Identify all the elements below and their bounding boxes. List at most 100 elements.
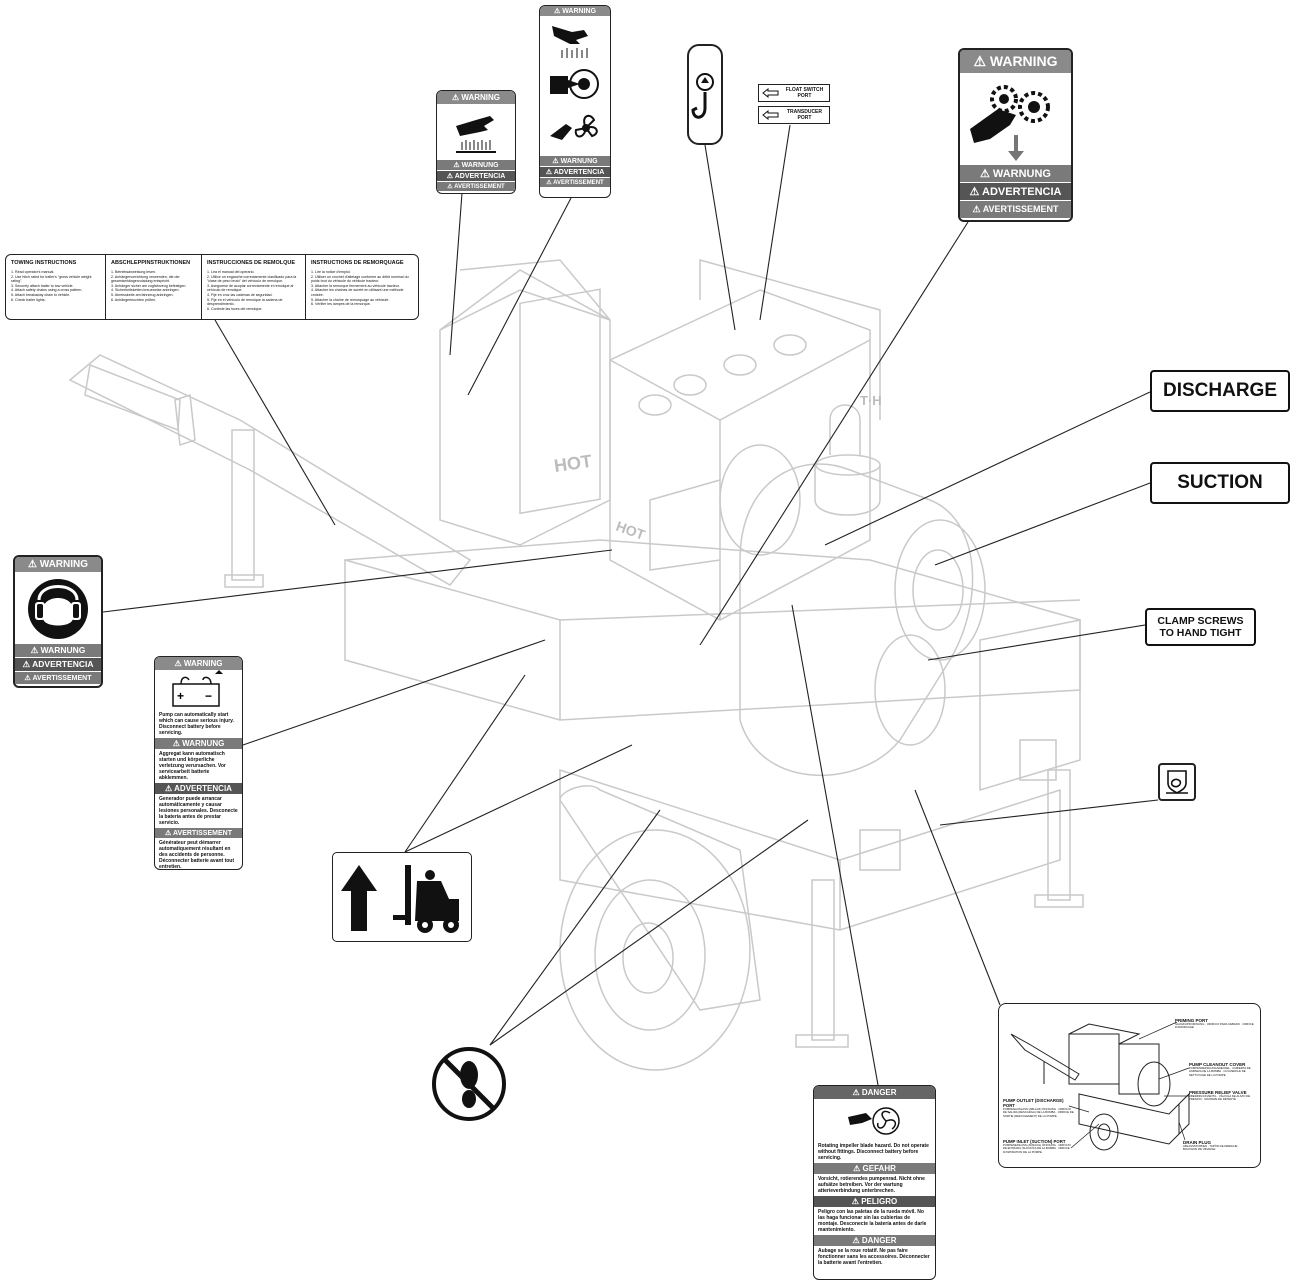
pump-ports-identification-decal: PRIMING PORT SAUGKOPFOFFNUNG · ORIFICIO … [998,1003,1261,1168]
danger-text-de: Vorsicht, rotierendes pumpenrad. Nicht o… [818,1176,925,1194]
towing-title-de: ABSCHLEPPINSTRUKTIONEN [111,260,191,266]
fan-blade-icon [550,114,598,140]
trailer-frame: HOT HOT T·H [68,259,1084,1071]
battery-text-es: Generador puede arrancar automáticamente… [159,796,238,826]
advertencia-bar: ⚠ ADVERTENCIA [15,657,101,671]
battery-text-en: Pump can automatically start which can c… [159,712,234,736]
ear-protection-warning-decal: ⚠ WARNING ⚠ WARNUNG ⚠ ADVERTENCIA ⚠ AVER… [13,555,103,688]
warning-triangle-icon: ⚠ [852,1088,862,1097]
advertencia-bar: ⚠ ADVERTENCIA [155,783,242,794]
lift-hook-icon [691,73,714,119]
impeller-hand-icon [848,1107,900,1135]
mini-pump-illustration [1010,1021,1190,1151]
triple-hazard-warning-decal: ⚠ WARNING ⚠ WARNUNG ⚠ ADVERTENCIA ⚠ AVER… [539,5,611,198]
towing-title-en: TOWING INSTRUCTIONS [11,260,77,266]
leader-hook [704,144,736,331]
warning-triangle-icon: ⚠ [27,559,40,570]
warnung-bar: ⚠ WARNUNG [540,156,610,166]
hot-surface-icon [456,116,496,153]
leader-gears [699,221,969,646]
impeller-danger-decal: ⚠ DANGER Rotating impeller blade hazard.… [813,1085,936,1280]
warnung-bar: ⚠ WARNUNG [960,165,1071,182]
transducer-port-text: TRANSDUCER PORT [787,109,822,121]
leader-battery [242,639,546,746]
suction-label: SUCTION [1150,462,1290,504]
hot-stencil-2: HOT [614,518,648,543]
warning-triangle-icon: ⚠ [174,659,184,668]
avertissement-bar: ⚠ AVERTISSEMENT [960,200,1071,218]
danger-fr-bar: ⚠ DANGER [814,1235,935,1246]
leader-hose [939,799,1159,826]
towing-col-en: TOWING INSTRUCTIONS 1. Read operator's m… [6,255,106,319]
leader-ports-decal [914,789,1001,1006]
towing-text-es: 1. Lea el manual del operario. 2. Utilic… [207,270,297,311]
pressure-hose-decal [1158,763,1196,801]
advertencia-bar: ⚠ ADVERTENCIA [437,170,515,181]
leader-lines [102,124,1159,1086]
leader-forklift-a [404,674,526,853]
hot-surface-warning-decal: ⚠ WARNING ⚠ WARNUNG ⚠ ADVERTENCIA ⚠ AVER… [436,90,516,194]
lift-point-decal [687,44,723,145]
pump-cleanout-callout: PUMP CLEANOUT COVER PUMPENREINIGUNGSDECK… [1189,1062,1251,1077]
towing-text-fr: 1. Lire la notice d'emploi. 2. Utiliser … [311,270,409,307]
towing-instructions-decal: TOWING INSTRUCTIONS 1. Read operator's m… [5,254,419,320]
warning-triangle-icon: ⚠ [553,8,563,15]
leader-ear [102,549,613,613]
leader-forklift-b [404,744,633,853]
hot-surface-icon [552,26,588,58]
warning-header: ⚠ WARNING [960,50,1071,73]
warning-header: ⚠ WARNING [155,657,242,670]
warnung-bar: ⚠ WARNUNG [437,160,515,170]
gears-pinch-icon [970,85,1050,161]
hot-stencil-1: HOT [553,451,593,476]
transducer-port-label: TRANSDUCER PORT [758,106,830,124]
advertencia-bar: ⚠ ADVERTENCIA [960,182,1071,200]
warning-triangle-icon: ⚠ [451,93,462,102]
avertissement-bar: ⚠ AVERTISSEMENT [540,177,610,187]
avertissement-bar: ⚠ AVERTISSEMENT [437,181,515,191]
advertencia-bar: ⚠ ADVERTENCIA [540,166,610,177]
towing-title-es: INSTRUCCIONES DE REMOLQUE [207,260,296,266]
towing-col-de: ABSCHLEPPINSTRUKTIONEN 1. Betriebsanweis… [106,255,202,319]
pump-outlet-callout: PUMP OUTLET (DISCHARGE) PORT PUMPENAUSLA… [1003,1098,1074,1118]
clamp-screws-label: CLAMP SCREWS TO HAND TIGHT [1145,608,1256,646]
danger-text-es: Peligro con las paletas de la rueda móvi… [818,1209,927,1233]
warning-header: ⚠ WARNING [540,6,610,16]
battery-autostart-warning-decal: ⚠ WARNING + − Pump can automatically sta… [154,656,243,870]
towing-text-en: 1. Read operator's manual. 2. Use hitch … [11,270,92,302]
arrow-port-icon [762,110,779,120]
warning-header: ⚠ WARNING [15,557,101,572]
float-switch-port-text: FLOAT SWITCH PORT [785,87,824,99]
danger-header: ⚠ DANGER [814,1086,935,1099]
priming-port-callout: PRIMING PORT SAUGKOPFOFFNUNG · ORIFICIO … [1175,1018,1254,1030]
leader-clamp [927,624,1146,661]
warning-header: ⚠ WARNING [437,91,515,104]
gears-pinch-warning-decal: ⚠ WARNING ⚠ WARNUNG ⚠ ADVERTENCIA ⚠ AVER… [958,48,1073,222]
no-step-icon [432,1047,506,1121]
svg-text:−: − [205,689,212,703]
leader-danger [791,604,879,1086]
towing-col-es: INSTRUCCIONES DE REMOLQUE 1. Lea el manu… [202,255,306,319]
danger-text-fr: Aubage se la roue rotatif. Ne pas faire … [818,1248,930,1266]
forklift-icon [341,865,459,933]
discharge-label: DISCHARGE [1150,370,1290,412]
arrow-port-icon [762,88,779,98]
svg-text:+: + [177,689,184,703]
brand-stencil: T·H [860,393,882,408]
drain-plug-callout: DRAIN PLUG ABLASSSTOPFEN · TAPÓN DE DREN… [1183,1140,1240,1152]
warnung-bar: ⚠ WARNUNG [15,644,101,657]
battery-text-fr: Générateur peut démarrer automatiquement… [159,840,235,870]
towing-title-fr: INSTRUCTIONS DE REMORQUAGE [311,260,404,266]
pressure-relief-callout: PRESSURE RELIEF VALVE ÜBERDRUCKVENTIL · … [1189,1090,1251,1102]
towing-col-fr: INSTRUCTIONS DE REMORQUAGE 1. Lire la no… [306,255,418,319]
gefahr-bar: ⚠ GEFAHR [814,1163,935,1174]
leader-suction [934,482,1151,566]
towing-text-de: 1. Betriebsanweisung lesen. 2. Anhängerv… [111,270,187,302]
leader-hot-small [449,192,463,356]
danger-text-en: Rotating impeller blade hazard. Do not o… [818,1143,929,1161]
leader-triple [467,197,572,396]
pump-inlet-callout: PUMP INLET (SUCTION) PORT PUMPENEINLASS … [1003,1139,1071,1154]
leader-ports [759,124,791,321]
